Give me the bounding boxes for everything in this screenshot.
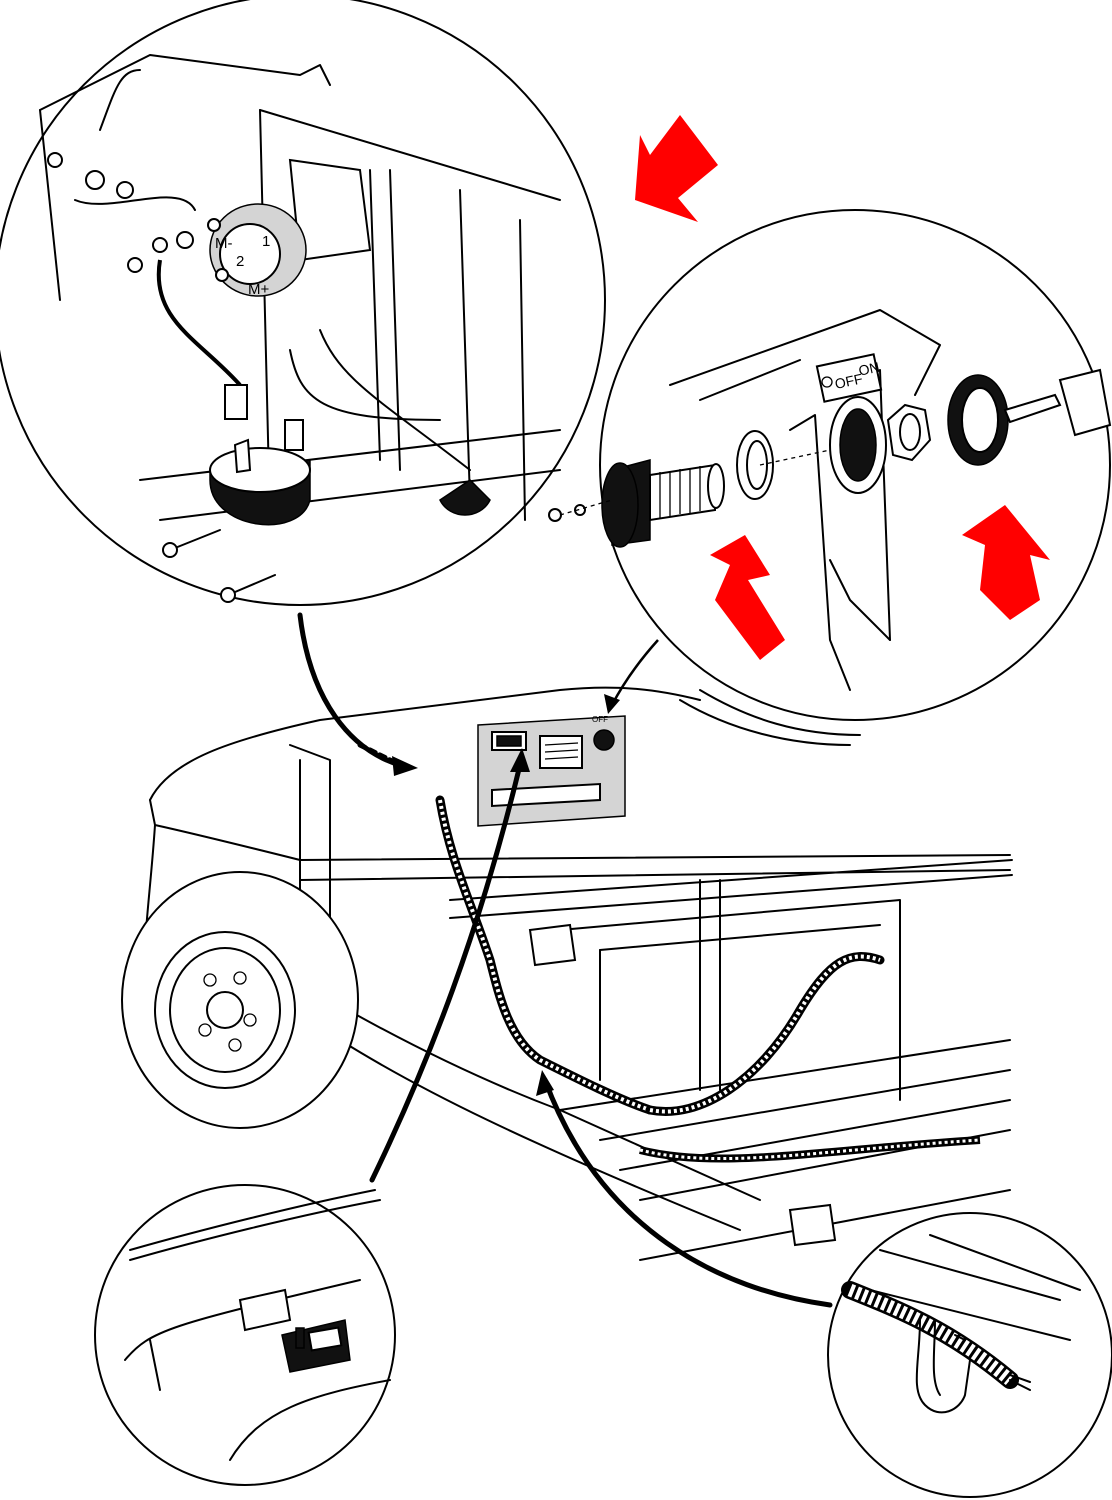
on-label: ON [857,359,881,379]
terminal-label-m-minus: M- [215,235,233,252]
leader-arrow-icon [392,756,418,776]
red-arrow-icon [962,505,1050,620]
golf-cart-body [142,686,1013,1261]
dash-panel: OFF [477,715,626,827]
terminal-label-1: 1 [262,233,270,250]
rocker-switch-callout [94,1184,396,1486]
leader-arrow-icon [536,1070,554,1096]
front-wheel [121,871,359,1129]
terminal-label-2: 2 [236,253,244,270]
key-switch-hole [593,729,615,751]
harness-clip-callout [827,1212,1112,1498]
solenoid-callout: M- 1 2 M+ [0,0,606,606]
dash-switch-label: OFF [592,715,608,724]
leader-arrow-icon [510,748,530,772]
leader-lines [297,612,833,1308]
off-position-marker [821,376,833,388]
off-label: OFF [833,370,864,391]
red-arrows [635,115,1050,660]
key-switch-callout: OFF ON [548,209,1112,721]
red-arrow-icon [635,115,718,222]
terminal-label-m-plus: M+ [248,281,269,298]
red-arrow-icon [710,535,785,660]
leader-arrow-icon [604,694,620,714]
